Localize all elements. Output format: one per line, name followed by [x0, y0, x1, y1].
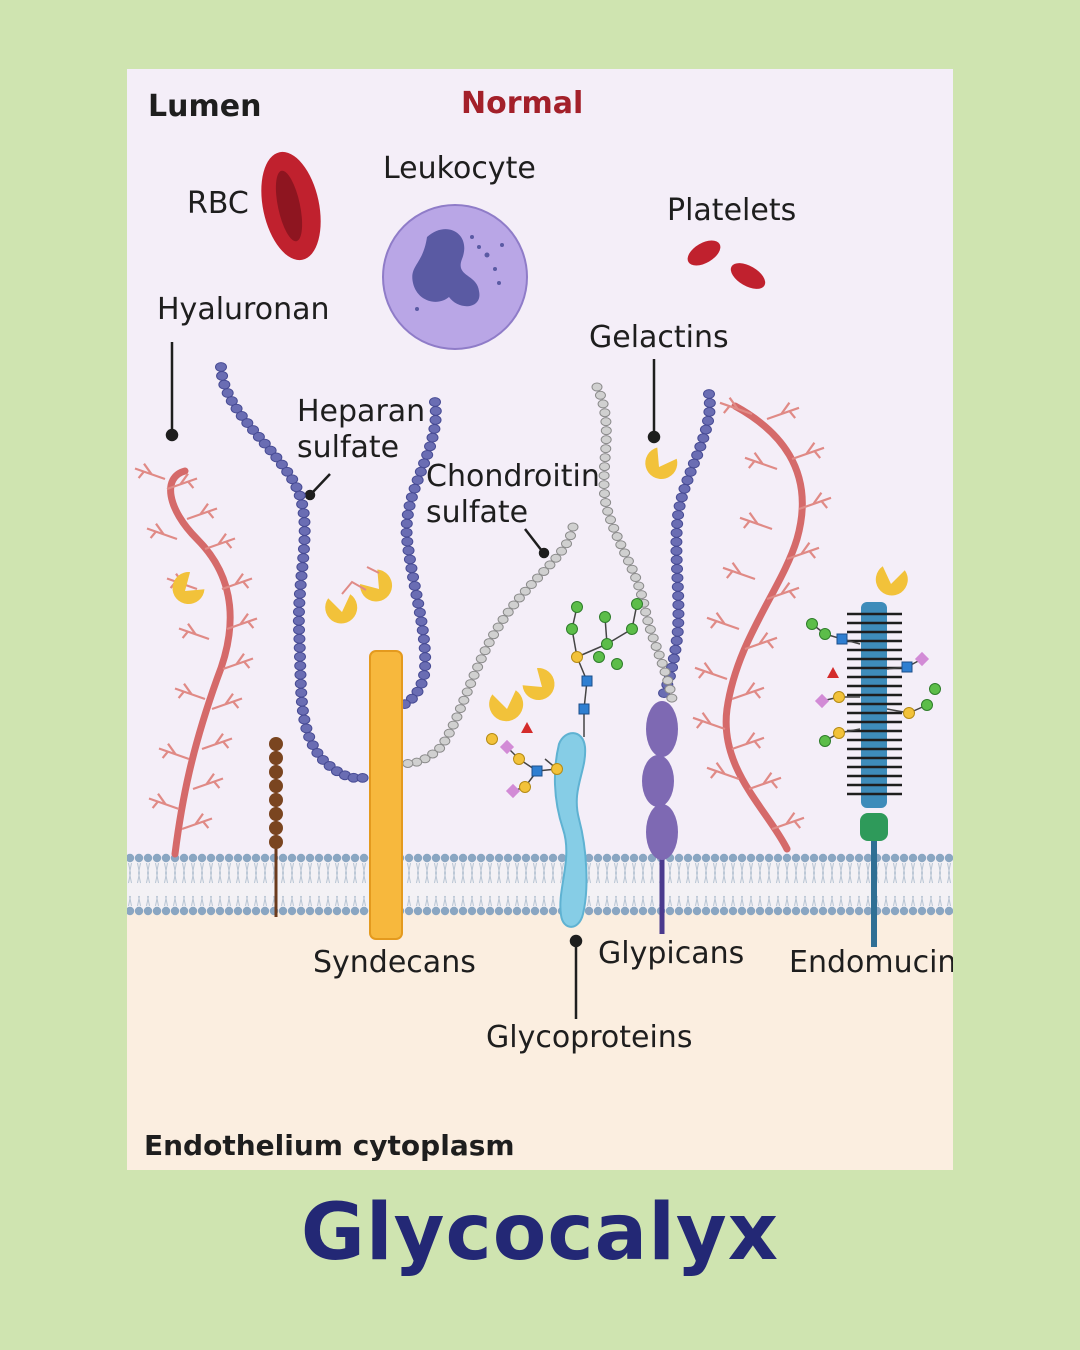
brown-bead-stalk	[269, 737, 283, 917]
rbc-label: RBC	[187, 186, 249, 221]
pointer-lines	[165, 342, 661, 1019]
leukocyte-cell	[382, 204, 528, 350]
syndecans-label: Syndecans	[313, 945, 476, 980]
glypican	[642, 701, 678, 934]
galectins	[172, 447, 908, 722]
glypicans-label: Glypicans	[598, 936, 745, 971]
glycoproteins-label: Glycoproteins	[486, 1020, 693, 1055]
hyaluronan-label: Hyaluronan	[157, 292, 330, 327]
glycocalyx-diagram-panel: Lumen Normal RBC Leukocyte Platelets Hya…	[127, 69, 953, 1170]
platelets	[687, 240, 766, 289]
hyaluronan-branches	[134, 397, 832, 831]
glycan-trees	[486, 598, 941, 799]
heparan-sulfate-label-line1: Heparan	[297, 394, 426, 429]
gelactins-label: Gelactins	[589, 320, 729, 355]
chondroitin-sulfate-chains	[402, 382, 678, 768]
normal-label: Normal	[461, 86, 584, 121]
glycoprotein-body	[553, 732, 588, 928]
heparan-sulfate-chains	[215, 362, 716, 783]
diagram-canvas	[127, 151, 953, 1170]
endomucin-label: Endomucin	[789, 945, 953, 980]
page-title: Glycocalyx	[300, 1188, 780, 1278]
endothelium-cytoplasm-label: Endothelium cytoplasm	[144, 1129, 515, 1162]
cytoplasm-region	[127, 909, 953, 1170]
rbc-cell	[261, 151, 321, 261]
lumen-label: Lumen	[148, 89, 262, 124]
chondroitin-sulfate-label-line1: Chondroitin	[426, 459, 600, 494]
heparan-sulfate-label-line2: sulfate	[297, 430, 400, 465]
chondroitin-sulfate-label-line2: sulfate	[426, 495, 529, 530]
cell-membrane	[127, 853, 953, 916]
platelets-label: Platelets	[667, 193, 797, 228]
leukocyte-label: Leukocyte	[383, 151, 536, 186]
syndecan-core-protein	[369, 650, 403, 940]
